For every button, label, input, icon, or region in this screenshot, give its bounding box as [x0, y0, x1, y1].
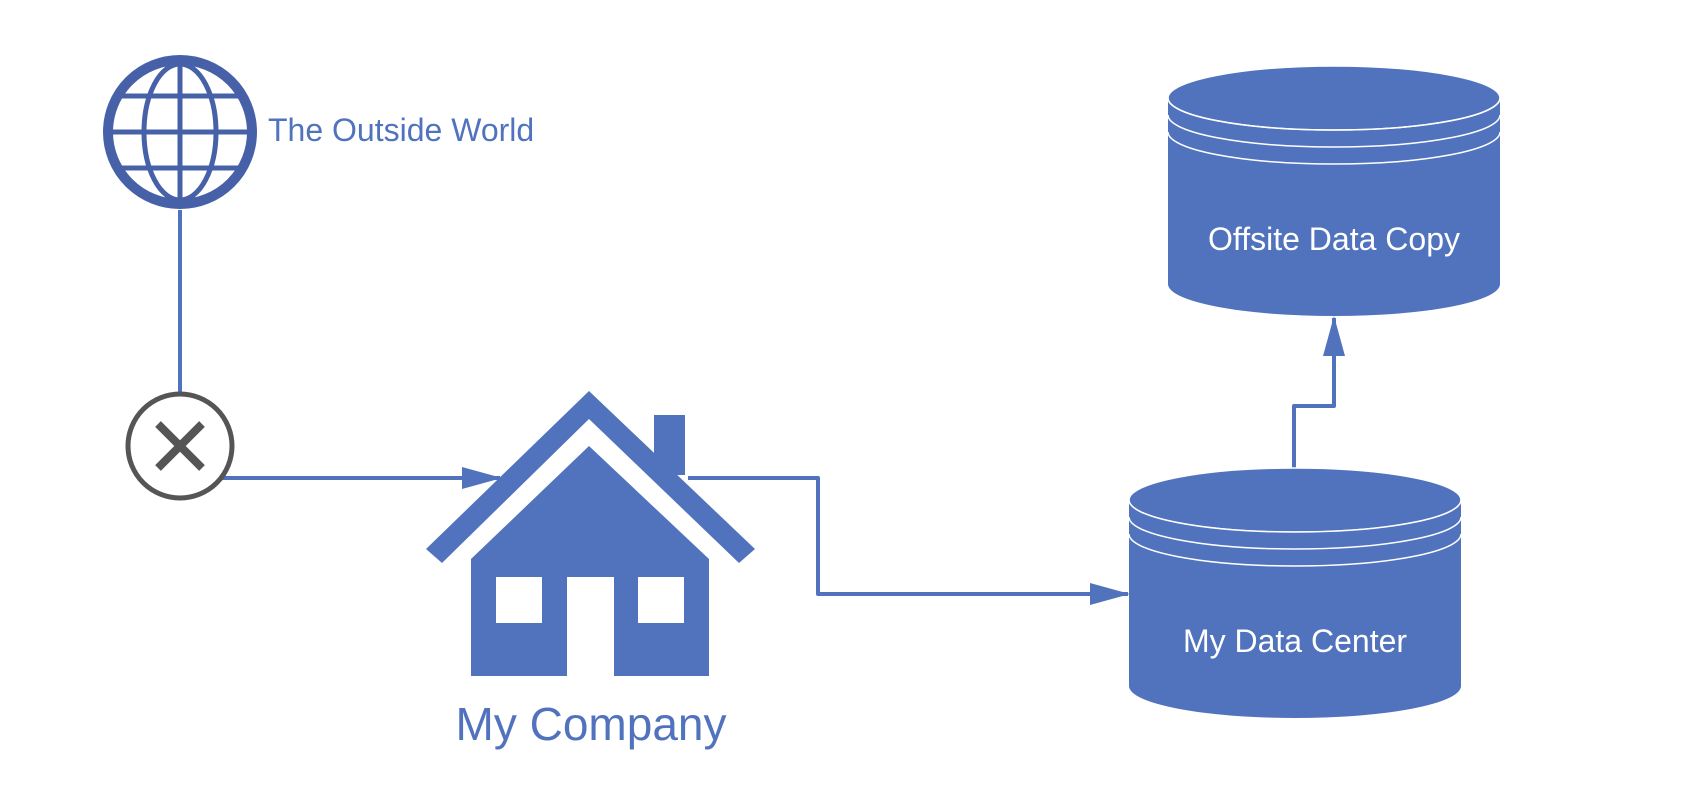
outside-world-label: The Outside World — [268, 112, 534, 148]
offsite-copy-cylinder — [1167, 65, 1501, 316]
company-label: My Company — [456, 698, 727, 750]
globe-icon — [103, 55, 257, 209]
connector-datacenter-to-offsite — [1292, 316, 1345, 468]
data-center-label: My Data Center — [1183, 623, 1407, 659]
data-center-cylinder — [1128, 467, 1462, 718]
offsite-copy-label: Offsite Data Copy — [1208, 221, 1460, 257]
house-icon — [426, 391, 755, 676]
connector-company-to-datacenter — [688, 476, 1130, 605]
x-circle-icon — [125, 391, 235, 501]
